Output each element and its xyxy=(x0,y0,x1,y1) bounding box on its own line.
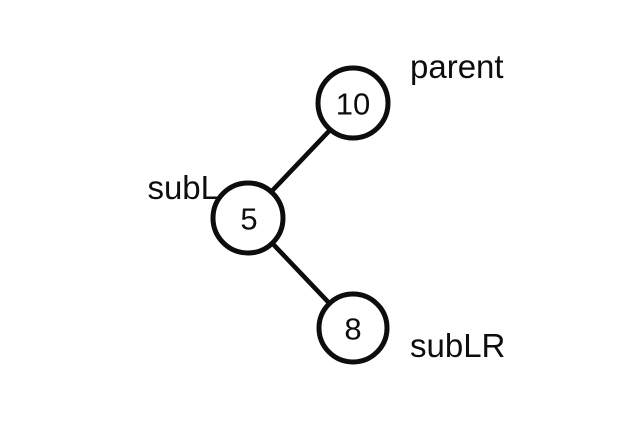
node-subLR-circle[interactable] xyxy=(316,291,390,365)
node-subLR-value: 8 xyxy=(344,312,361,347)
node-parent[interactable]: 10 xyxy=(315,65,391,141)
node-parent-circle[interactable] xyxy=(315,65,391,141)
node-subL[interactable]: 5 xyxy=(210,180,286,256)
node-subLR[interactable]: 8 xyxy=(316,291,390,365)
node-subL-value: 5 xyxy=(240,202,257,237)
node-subL-circle[interactable] xyxy=(210,180,286,256)
edge-subL-to-parent xyxy=(268,126,334,195)
edge-subL-to-subLR xyxy=(269,240,334,308)
label-subLR: subLR xyxy=(410,327,505,364)
node-parent-value: 10 xyxy=(336,87,370,122)
label-parent: parent xyxy=(410,48,504,85)
label-subL: subL xyxy=(147,169,219,206)
